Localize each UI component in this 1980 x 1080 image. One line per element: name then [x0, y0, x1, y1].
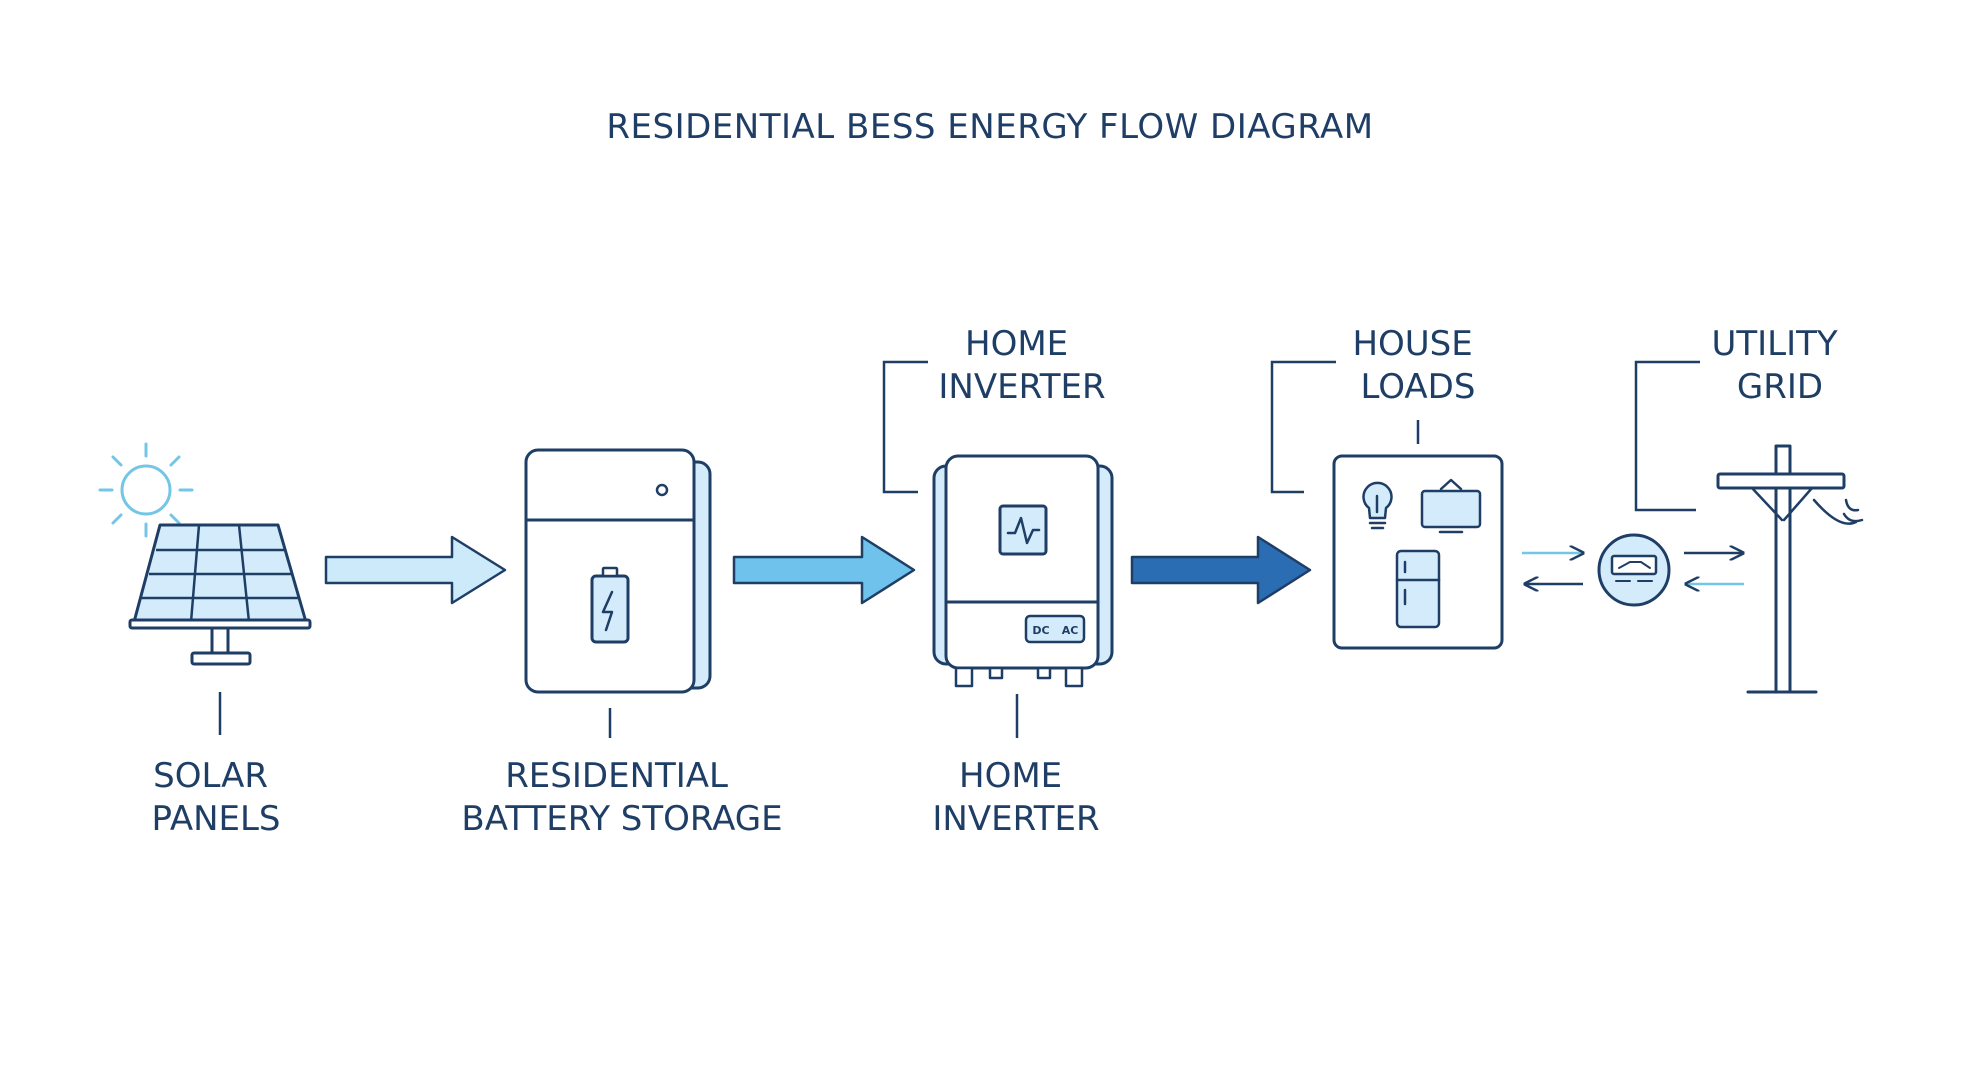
- battery-label: RESIDENTIAL BATTERY STORAGE: [461, 756, 782, 839]
- diagram-title: RESIDENTIAL BESS ENERGY FLOW DIAGRAM: [606, 107, 1373, 147]
- fridge-icon: [1395, 549, 1441, 629]
- solar-panel-icon: [128, 523, 312, 666]
- solar-label: SOLAR PANELS: [151, 756, 280, 839]
- inverter-label: HOME INVERTER: [932, 756, 1099, 839]
- grid-bracket: [1634, 360, 1700, 512]
- inverter-top-label: HOME INVERTER: [938, 324, 1105, 407]
- inverter-top-bracket: [882, 360, 928, 494]
- bidirectional-flow-loads-meter: [1522, 553, 1583, 584]
- loads-label: HOUSE LOADS: [1352, 324, 1483, 407]
- inverter-dc-badge: DC: [1032, 624, 1049, 637]
- utility-pole-icon: [1716, 444, 1864, 694]
- flow-arrow-inverter-to-loads: [1130, 535, 1312, 605]
- flow-arrow-battery-to-inverter: [732, 535, 916, 605]
- flow-arrow-solar-to-battery: [324, 535, 507, 605]
- battery-icon: [524, 448, 712, 694]
- loads-bracket: [1270, 360, 1336, 494]
- tv-icon: [1420, 478, 1482, 534]
- grid-label: UTILITY GRID: [1711, 324, 1848, 407]
- inverter-ac-badge: AC: [1062, 624, 1079, 637]
- house-loads-icon: [1332, 454, 1504, 650]
- bidirectional-flow-meter-grid: [1684, 553, 1744, 584]
- inverter-icon: [932, 454, 1114, 688]
- sun-icon: [98, 442, 194, 538]
- electric-meter-icon: [1597, 533, 1671, 607]
- lightbulb-icon: [1362, 481, 1393, 530]
